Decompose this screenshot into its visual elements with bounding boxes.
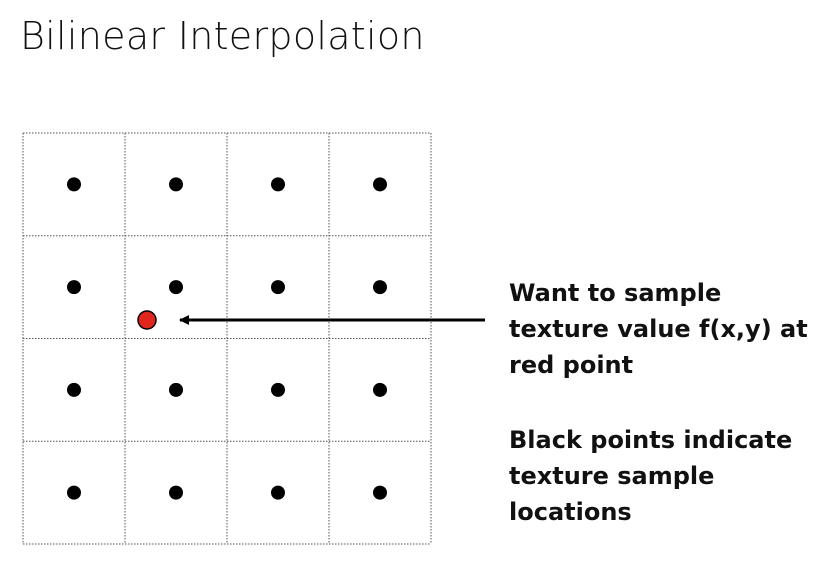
texel-grid-lines (22, 132, 432, 545)
sample-point (271, 177, 285, 192)
red-query-point (137, 310, 157, 330)
sample-point (169, 485, 183, 500)
sample-point (271, 382, 285, 397)
slide-title: Bilinear Interpolation (20, 14, 425, 58)
sample-point (271, 280, 285, 295)
sample-point (169, 382, 183, 397)
sample-point (271, 485, 285, 500)
sample-point (67, 382, 81, 397)
samples-annotation: Black points indicate texture sample loc… (509, 426, 793, 526)
sample-point (373, 177, 387, 192)
target-annotation: Want to sample texture value f(x,y) at r… (509, 279, 808, 379)
sample-point (373, 382, 387, 397)
sample-point (373, 485, 387, 500)
sample-point (67, 280, 81, 295)
sample-point (169, 177, 183, 192)
sample-point (373, 280, 387, 295)
sample-points (67, 177, 387, 500)
sample-point (67, 485, 81, 500)
sample-point (67, 177, 81, 192)
sample-point (169, 280, 183, 295)
